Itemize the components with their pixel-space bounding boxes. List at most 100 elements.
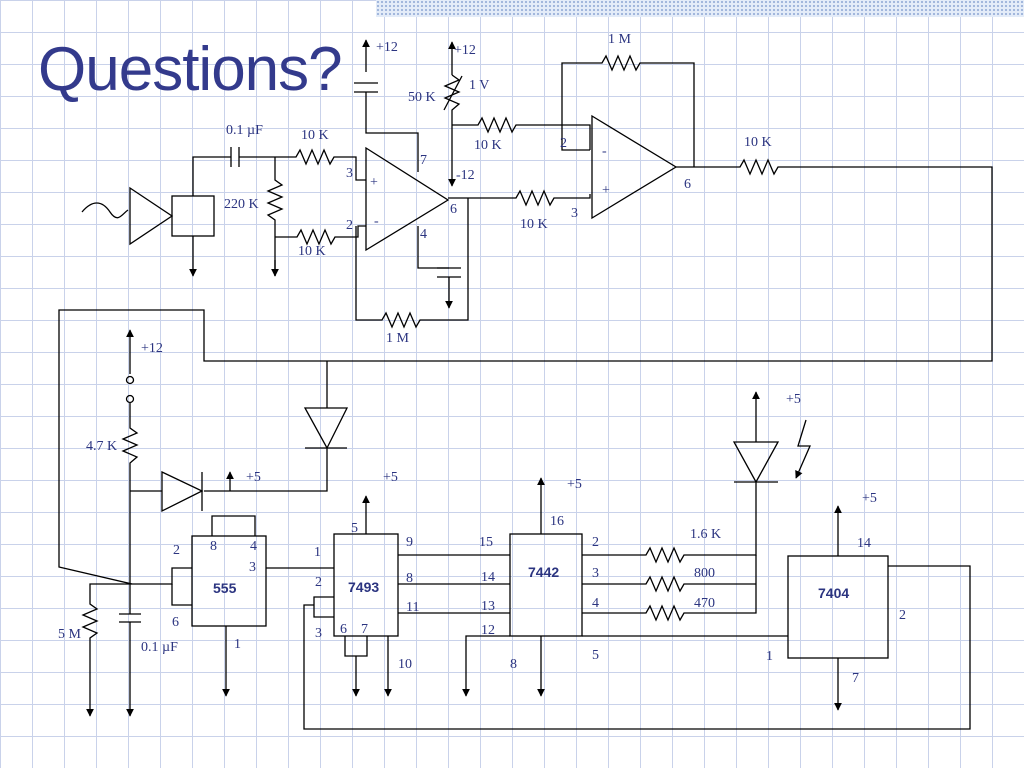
label-pin-7442-4: 4 (592, 596, 599, 611)
label-pin-7442-5: 5 (592, 648, 599, 663)
ic-7442 (462, 477, 583, 697)
label-pin-7442-8: 8 (510, 657, 517, 672)
label-res-amp2-in-10k: 10 K (520, 217, 548, 232)
label-res-4-7k: 4.7 K (86, 439, 117, 454)
label-pin-amp1-7: 7 (420, 153, 427, 168)
label-pin-amp2-inv: 2 (560, 136, 567, 151)
label-vcc-amp1: +12 (376, 40, 398, 55)
label-pin-7442-3: 3 (592, 566, 599, 581)
label-cap-input: 0.1 µF (226, 123, 263, 138)
slide-title: Questions? (38, 35, 343, 104)
label-vcc-7493: +5 (383, 470, 398, 485)
label-pin-7442-12: 12 (481, 623, 495, 638)
led-diode (130, 470, 234, 513)
label-chip-7442: 7442 (528, 564, 559, 580)
label-pin-7404-1: 1 (766, 649, 773, 664)
feedback-resistor-1m-amp2 (561, 54, 695, 167)
label-pin-amp1-3: 3 (346, 166, 353, 181)
label-chip-7493: 7493 (348, 579, 379, 595)
label-vcc-diode: +5 (246, 470, 261, 485)
comparator-diode (204, 361, 349, 492)
label-res-in-10k: 10 K (301, 128, 329, 143)
label-res-gnd-10k: 10 K (298, 244, 326, 259)
indicator-led (732, 391, 811, 484)
label-pin-7493-7: 7 (361, 622, 368, 637)
label-chip-555: 555 (213, 580, 237, 596)
label-pin-7442-15: 15 (479, 535, 493, 550)
label-chip-7404: 7404 (818, 585, 849, 601)
label-res-out-10k: 10 K (744, 135, 772, 150)
label-pin-7493-11: 11 (406, 600, 419, 615)
feedback-resistor-1m-amp1 (355, 198, 469, 329)
label-vcc-led: +5 (786, 392, 801, 407)
label-res-800: 800 (694, 566, 715, 581)
label-res-470: 470 (694, 596, 715, 611)
op-amp-2 (591, 114, 678, 220)
timer-supply-switch (121, 329, 139, 584)
label-pin-amp1-minus: - (374, 214, 379, 229)
input-resistor-10k (275, 148, 366, 181)
input-coupling-capacitor (192, 147, 275, 196)
label-pin-amp1-6: 6 (450, 202, 457, 217)
label-pin-7493-9: 9 (406, 535, 413, 550)
label-pin-7404-14: 14 (857, 536, 871, 551)
ic-7404 (303, 505, 971, 730)
ground-resistor-10k (275, 225, 366, 246)
label-res-ref-10k: 10 K (474, 138, 502, 153)
label-pin-amp2-inv-sign: - (602, 144, 607, 159)
label-pin-555-6: 6 (172, 615, 179, 630)
label-ref-voltage: 1 V (469, 78, 489, 93)
label-vcc-timer: +12 (141, 341, 163, 356)
label-pin-555-4: 4 (250, 539, 257, 554)
label-pin-555-3: 3 (249, 560, 256, 575)
label-pin-7442-14: 14 (481, 570, 495, 585)
op-amp-1-power (354, 39, 461, 309)
label-pin-7442-16: 16 (550, 514, 564, 529)
timer-resistor-5m (81, 583, 132, 717)
label-pot-value: 50 K (408, 90, 436, 105)
label-vcc-pot: +12 (454, 43, 476, 58)
decorative-corner-band (376, 0, 1024, 17)
label-pin-amp2-3: 3 (571, 206, 578, 221)
label-pin-amp2-plus: + (602, 183, 610, 198)
label-res-1-6k: 1.6 K (690, 527, 721, 542)
label-pin-7493-3: 3 (315, 626, 322, 641)
label-res-1m-top: 1 M (608, 32, 632, 47)
label-pin-555-1: 1 (234, 637, 241, 652)
label-cap-timer: 0.1 µF (141, 640, 178, 655)
label-pin-7442-13: 13 (481, 599, 495, 614)
label-vcc-7442: +5 (567, 477, 582, 492)
label-pin-amp1-2: 2 (346, 218, 353, 233)
input-signal-source (81, 186, 215, 277)
label-pin-7442-2: 2 (592, 535, 599, 550)
label-pin-555-8: 8 (210, 539, 217, 554)
label-pin-7493-5: 5 (351, 521, 358, 536)
resistor-10k-to-amp2 (448, 189, 591, 207)
timer-capacitor (119, 584, 141, 717)
label-res-220k: 220 K (224, 197, 259, 212)
label-pin-amp1-plus: + (370, 175, 378, 190)
label-res-fb-1m: 1 M (386, 331, 410, 346)
label-pin-7493-2: 2 (315, 575, 322, 590)
label-pin-7493-8: 8 (406, 571, 413, 586)
label-vcc-7404: +5 (862, 491, 877, 506)
resistor-220k (266, 157, 284, 277)
decoder-output-resistors (582, 482, 757, 622)
label-pin-amp1-4: 4 (420, 227, 427, 242)
label-pin-amp2-6: 6 (684, 177, 691, 192)
ic-7493 (313, 495, 510, 697)
ic-555 (132, 515, 334, 697)
label-pin-7404-2: 2 (899, 608, 906, 623)
label-res-5m: 5 M (58, 627, 82, 642)
output-resistor-10k (58, 158, 993, 585)
label-pin-7493-1: 1 (314, 545, 321, 560)
label-pin-7493-10: 10 (398, 657, 412, 672)
label-pin-7493-6: 6 (340, 622, 347, 637)
label-pin-555-2: 2 (173, 543, 180, 558)
label-pin-7404-7: 7 (852, 671, 859, 686)
label-vee-amp1: -12 (456, 168, 475, 183)
component-labels: +12 +12 1 M 50 K 1 V 0.1 µF 10 K 10 K 2 … (58, 32, 906, 686)
op-amp-1 (365, 146, 450, 252)
potentiometer-50k (443, 41, 591, 187)
